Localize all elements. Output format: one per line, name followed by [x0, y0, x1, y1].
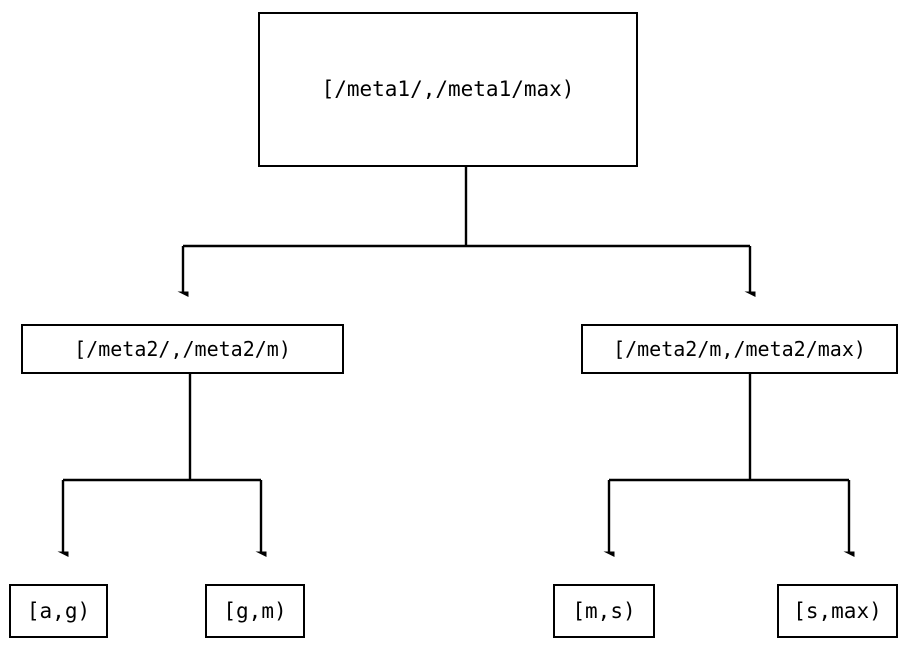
edge-midright-to-leaves — [609, 374, 849, 552]
tree-node-leaf-gm[interactable]: [g,m) — [205, 584, 305, 638]
tree-node-mid-right[interactable]: [/meta2/m,/meta2/max) — [581, 324, 898, 374]
tree-node-leaf-ms-label: [m,s) — [572, 598, 636, 623]
tree-node-root[interactable]: [/meta1/,/meta1/max) — [258, 12, 638, 167]
tree-node-leaf-ms[interactable]: [m,s) — [553, 584, 655, 638]
tree-node-mid-right-label: [/meta2/m,/meta2/max) — [613, 337, 866, 361]
edge-midleft-to-leaves — [63, 374, 261, 552]
tree-node-leaf-gm-label: [g,m) — [223, 598, 287, 623]
tree-node-mid-left-label: [/meta2/,/meta2/m) — [74, 337, 291, 361]
tree-node-leaf-ag-label: [a,g) — [26, 598, 91, 623]
tree-node-root-label: [/meta1/,/meta1/max) — [321, 77, 575, 101]
edge-root-to-children — [183, 167, 750, 292]
tree-node-leaf-smax-label: [s,max) — [793, 598, 882, 623]
tree-node-leaf-ag[interactable]: [a,g) — [9, 584, 108, 638]
tree-node-mid-left[interactable]: [/meta2/,/meta2/m) — [21, 324, 344, 374]
tree-node-leaf-smax[interactable]: [s,max) — [777, 584, 898, 638]
